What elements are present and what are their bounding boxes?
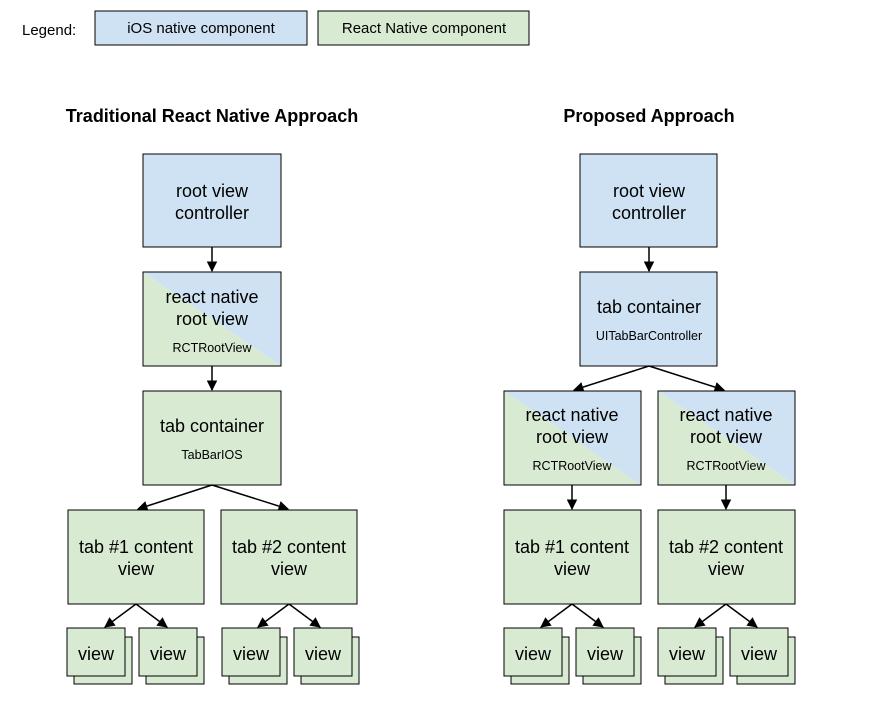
left-view-stack-3: view <box>221 627 288 685</box>
legend-rn-swatch <box>317 10 530 46</box>
left-view-3-label: view <box>233 644 270 664</box>
left-root-view-controller <box>142 153 282 248</box>
left-tab1-line2: view <box>118 559 155 579</box>
traditional-heading: Traditional React Native Approach <box>66 106 358 126</box>
left-tab2-line1: tab #2 content <box>232 537 346 557</box>
left-tab-container <box>142 390 282 486</box>
left-rn-root-line1: react native <box>165 287 258 307</box>
legend-ios-swatch <box>94 10 308 46</box>
left-rn-root-sub: RCTRootView <box>173 341 253 355</box>
right-tab1-line1: tab #1 content <box>515 537 629 557</box>
right-view-stack-3: view <box>657 627 724 685</box>
right-tab-container-sub: UITabBarController <box>596 329 702 343</box>
legend-label: Legend: <box>22 22 76 39</box>
left-tab-container-line1: tab container <box>160 416 264 436</box>
right-view-3-label: view <box>669 644 706 664</box>
left-tab1-line1: tab #1 content <box>79 537 193 557</box>
proposed-heading: Proposed Approach <box>563 106 734 126</box>
left-view-stack-1: view <box>66 627 133 685</box>
right-view-2-label: view <box>587 644 624 664</box>
left-tab2-line2: view <box>271 559 308 579</box>
left-root-line1: root view <box>176 181 249 201</box>
left-tab2-content-view <box>220 509 358 605</box>
right-rn-root2-line2: root view <box>690 427 763 447</box>
left-tab-container-sub: TabBarIOS <box>181 448 242 462</box>
legend-rn-label: React Native component <box>342 20 507 37</box>
right-root-line1: root view <box>613 181 686 201</box>
right-view-4-label: view <box>741 644 778 664</box>
right-rn-root-view-1 <box>503 390 642 486</box>
right-root-line2: controller <box>612 203 686 223</box>
right-view-stack-1: view <box>503 627 570 685</box>
left-rn-root-line2: root view <box>176 309 249 329</box>
right-tab2-line1: tab #2 content <box>669 537 783 557</box>
left-view-stack-4: view <box>293 627 360 685</box>
right-tab1-line2: view <box>554 559 591 579</box>
right-rn-root1-line2: root view <box>536 427 609 447</box>
right-view-1-label: view <box>515 644 552 664</box>
right-view-stack-2: view <box>575 627 642 685</box>
proposed-approach: Proposed Approach root view controller t… <box>503 106 796 685</box>
right-tab2-line2: view <box>708 559 745 579</box>
legend-ios-label: iOS native component <box>127 20 275 37</box>
right-tab-container-line1: tab container <box>597 297 701 317</box>
left-view-1-label: view <box>78 644 115 664</box>
right-tab2-content-view <box>657 509 796 605</box>
right-rn-root1-sub: RCTRootView <box>533 459 613 473</box>
right-rn-root2-sub: RCTRootView <box>687 459 767 473</box>
left-rn-root-view <box>142 271 282 367</box>
right-rn-root-view-2 <box>657 390 796 486</box>
left-view-4-label: view <box>305 644 342 664</box>
legend: Legend: iOS native component React Nativ… <box>22 10 530 46</box>
left-view-2-label: view <box>150 644 187 664</box>
right-tab1-content-view <box>503 509 642 605</box>
left-view-stack-2: view <box>138 627 205 685</box>
right-rn-root2-line1: react native <box>679 405 772 425</box>
right-root-view-controller <box>579 153 718 248</box>
left-tab1-content-view <box>67 509 205 605</box>
right-rn-root1-line1: react native <box>525 405 618 425</box>
right-tab-container <box>579 271 718 367</box>
left-root-line2: controller <box>175 203 249 223</box>
right-view-stack-4: view <box>729 627 796 685</box>
traditional-approach: Traditional React Native Approach root v… <box>66 106 360 685</box>
